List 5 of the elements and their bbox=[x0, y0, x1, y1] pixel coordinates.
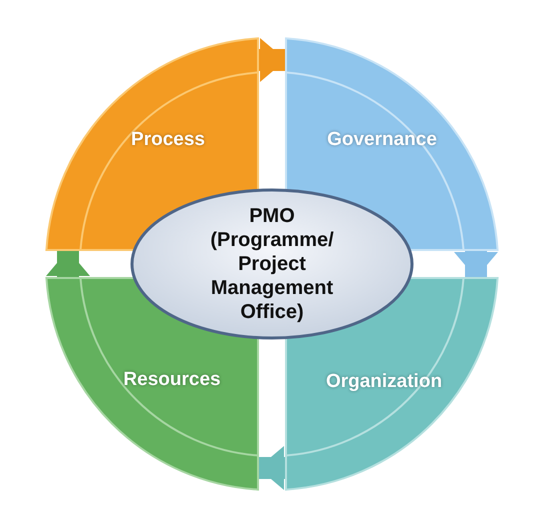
center-label: PMO (Programme/ Project Management Office) bbox=[209, 204, 335, 324]
segment-label: Resources bbox=[123, 369, 221, 391]
segment-label: Process bbox=[131, 129, 205, 151]
segment-label: Organization bbox=[326, 371, 442, 393]
segment-label: Governance bbox=[327, 129, 437, 151]
